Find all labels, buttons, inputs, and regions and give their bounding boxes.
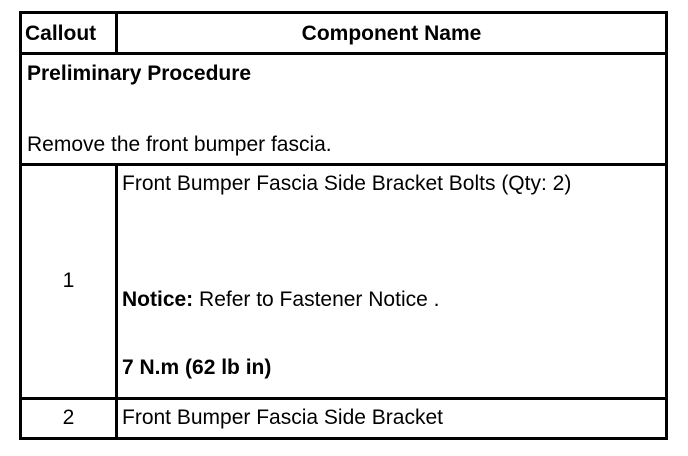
preliminary-row: Preliminary Procedure Remove the front b… <box>19 52 668 167</box>
component-cell: Front Bumper Fascia Side Bracket Bolts (… <box>115 163 668 400</box>
procedure-table: Callout Component Name Preliminary Proce… <box>19 10 668 441</box>
notice-text: Refer to Fastener Notice . <box>193 288 440 312</box>
preliminary-title: Preliminary Procedure <box>27 62 252 86</box>
component-name: Front Bumper Fascia Side Bracket <box>115 396 668 441</box>
table-row: 2 Front Bumper Fascia Side Bracket <box>19 396 668 441</box>
preliminary-cell: Preliminary Procedure Remove the front b… <box>19 52 668 167</box>
preliminary-text: Remove the front bumper fascia. <box>27 132 332 156</box>
callout-cell: 1 <box>19 163 118 400</box>
table-header-row: Callout Component Name <box>19 10 668 56</box>
notice: Notice: Refer to Fastener Notice . <box>122 288 439 312</box>
table-row: 1 Front Bumper Fascia Side Bracket Bolts… <box>19 163 668 400</box>
component-name: Front Bumper Fascia Side Bracket Bolts (… <box>122 172 572 196</box>
notice-label: Notice: <box>122 288 194 312</box>
component-name-header: Component Name <box>115 10 668 56</box>
callout-cell: 2 <box>19 396 118 441</box>
torque-spec: 7 N.m (62 lb in) <box>122 356 272 380</box>
callout-header: Callout <box>19 10 118 56</box>
